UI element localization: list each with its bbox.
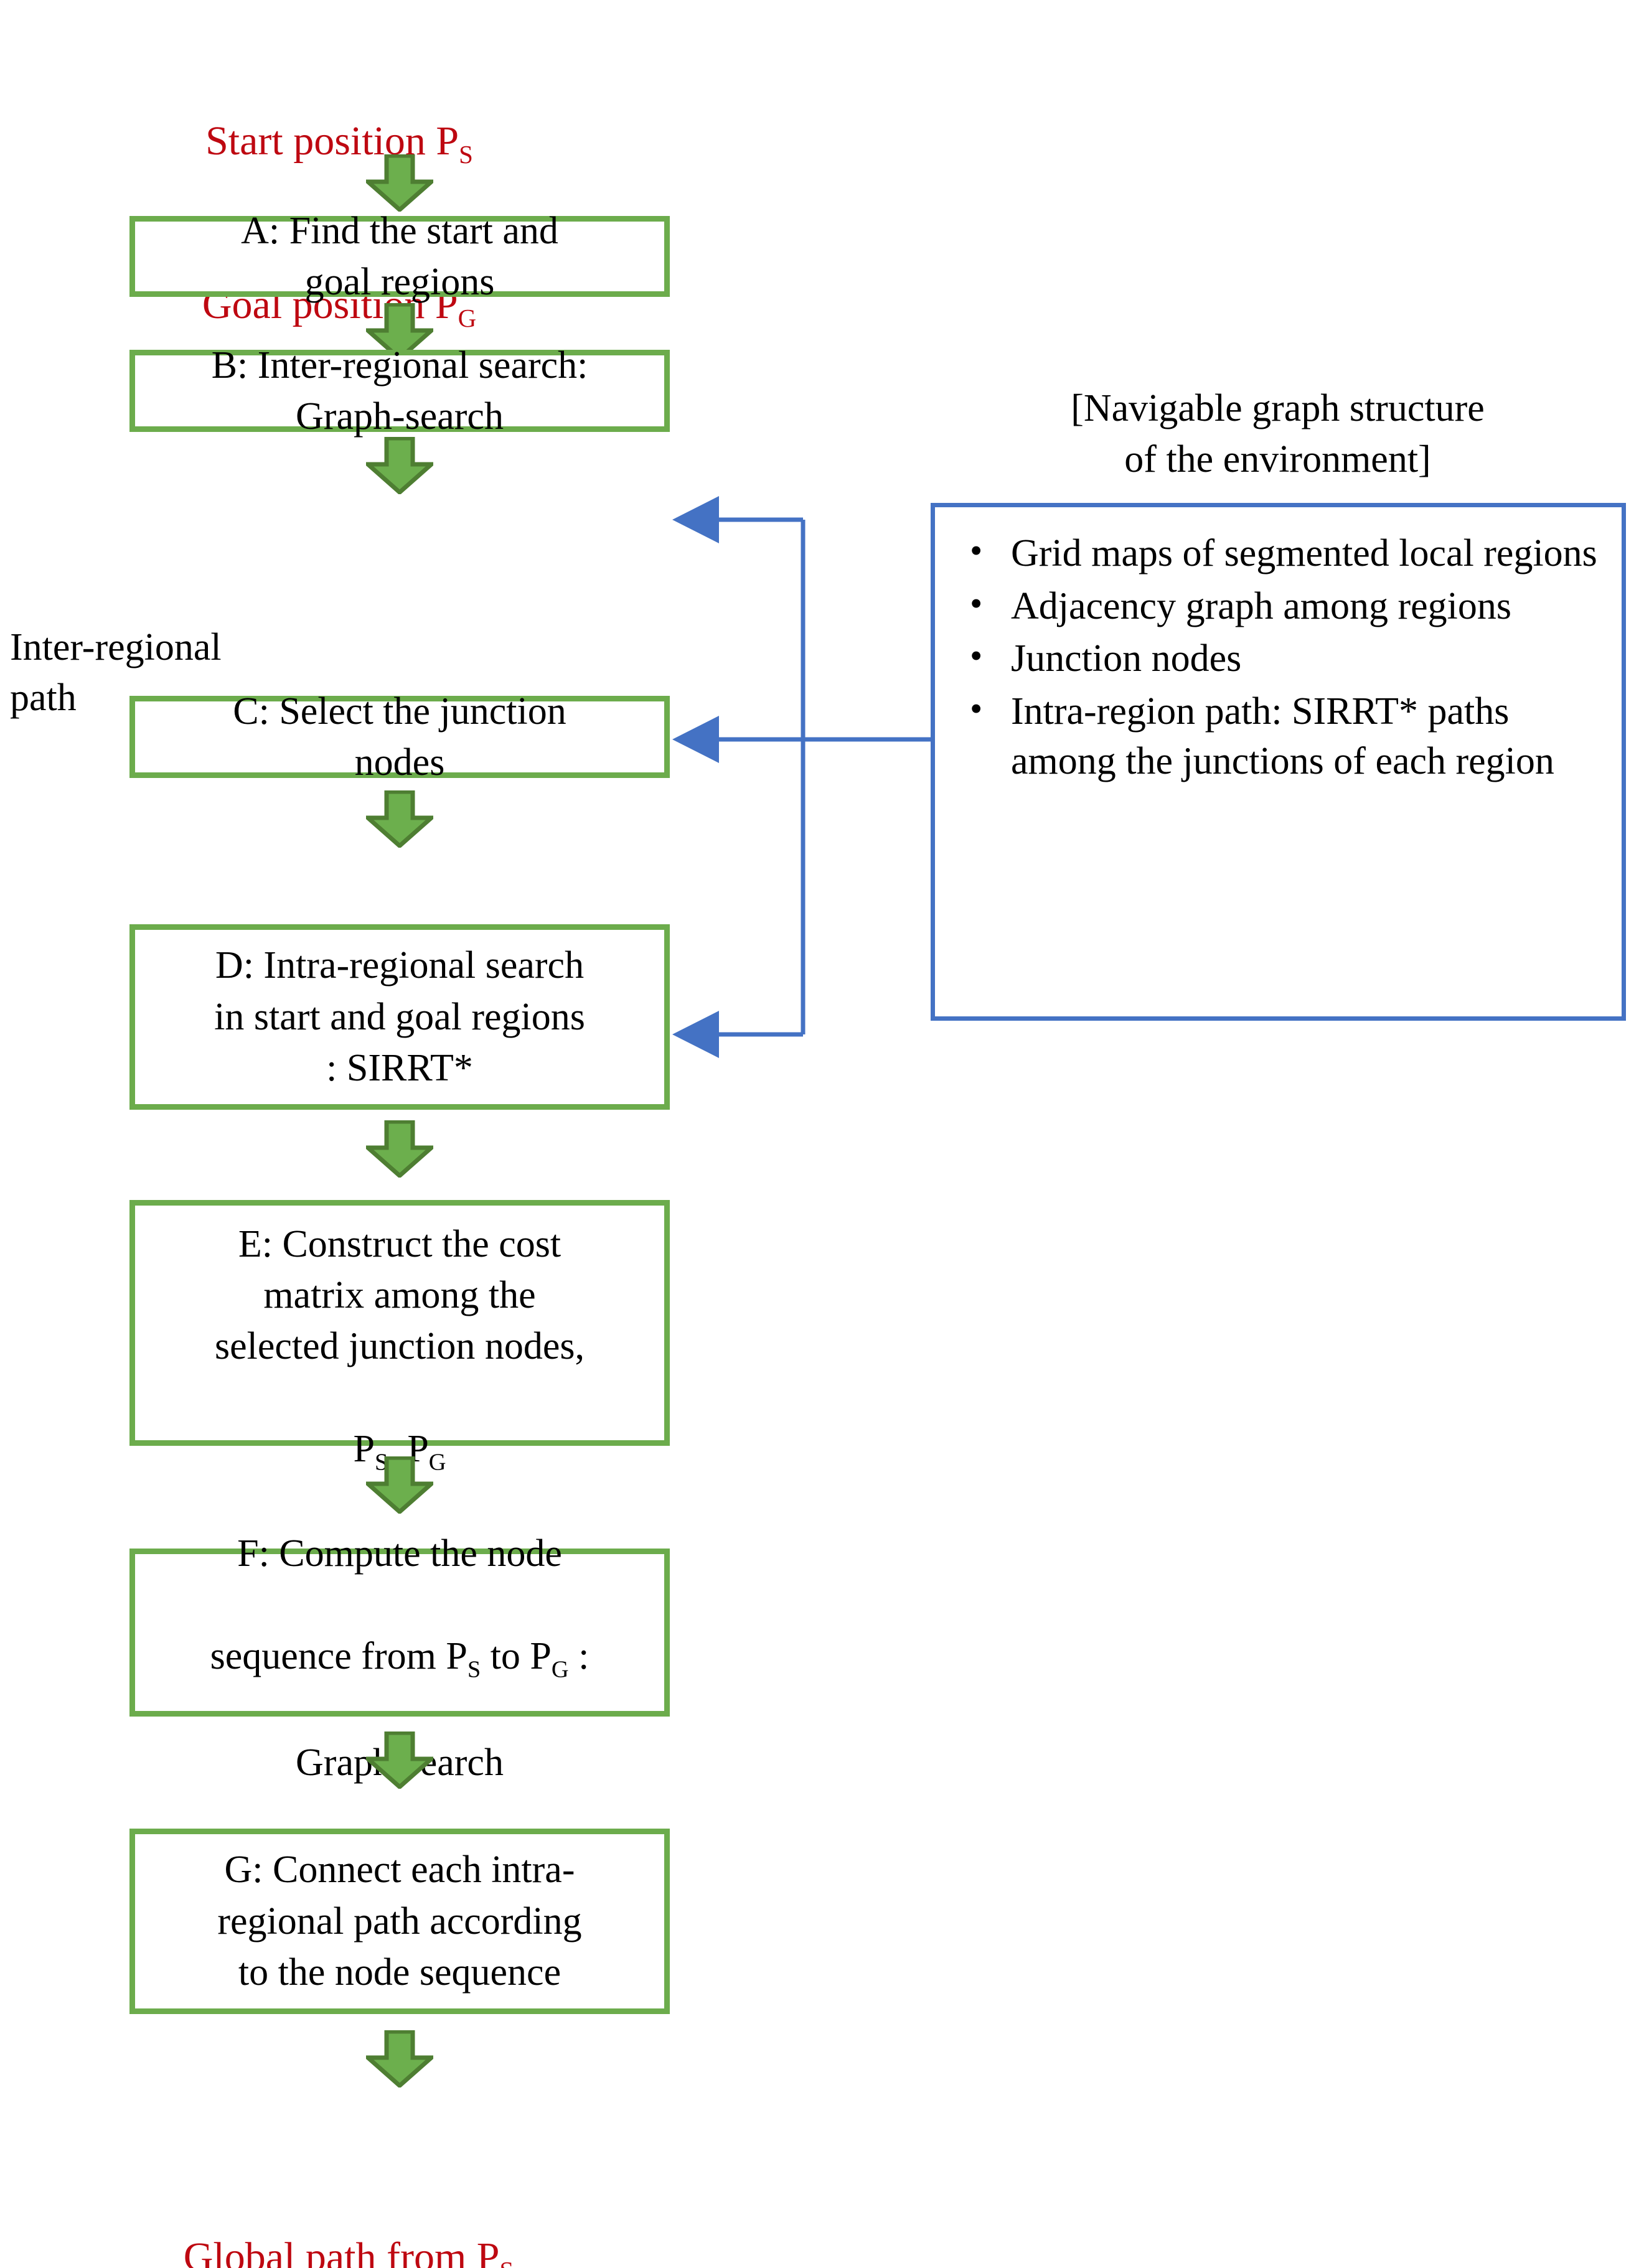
info-box-caption: [Navigable graph structure of the enviro… <box>1071 387 1485 480</box>
list-item: • Junction nodes <box>951 634 1605 684</box>
arrow-f-to-g <box>366 1731 433 1789</box>
process-box-e-label: E: Construct the cost matrix among the s… <box>144 1167 655 1479</box>
connector-arrowhead-b <box>672 496 719 543</box>
process-box-d[interactable]: D: Intra-regional search in start and go… <box>129 924 670 1110</box>
arrow-a-to-b <box>366 303 433 360</box>
end-terminal-label: Global path from PS to PG <box>112 2124 585 2268</box>
connector-arrowhead-c <box>672 716 719 763</box>
list-item-label: Intra-region path: SIRRT* paths among th… <box>1011 690 1554 783</box>
arrow-e-to-f <box>366 1456 433 1514</box>
process-box-e-pg-sub: G <box>428 1449 446 1476</box>
inter-regional-path-label: Inter-regional path <box>10 626 222 719</box>
list-item: • Intra-region path: SIRRT* paths among … <box>951 686 1605 787</box>
bullet-icon: • <box>970 635 983 677</box>
process-box-c-label: C: Select the junction nodes <box>233 690 566 784</box>
list-item-label: Grid maps of segmented local regions <box>1011 532 1597 574</box>
process-box-f-pg-sub: G <box>551 1656 569 1683</box>
start-position-subscript: S <box>459 140 473 169</box>
process-box-d-label: D: Intra-regional search in start and go… <box>214 944 585 1090</box>
process-box-g[interactable]: G: Connect each intra- regional path acc… <box>129 1829 670 2014</box>
list-item: • Grid maps of segmented local regions <box>951 528 1605 579</box>
process-box-f-line2b: to P <box>481 1634 552 1677</box>
process-box-f-line2a: sequence from P <box>210 1634 467 1677</box>
bullet-icon: • <box>970 688 983 729</box>
global-path-text: Global path from P <box>183 2234 500 2268</box>
start-terminal-line1: Start position PS <box>112 61 566 171</box>
process-box-f-ps-sub: S <box>467 1656 481 1683</box>
list-item-label: Junction nodes <box>1011 637 1242 680</box>
arrow-g-to-end <box>366 2030 433 2088</box>
process-box-b[interactable]: B: Inter-regional search: Graph-search <box>129 344 670 438</box>
bullet-icon: • <box>970 583 983 624</box>
arrow-start-to-a <box>366 154 433 212</box>
process-box-f-line2c: : <box>568 1634 589 1677</box>
arrow-b-to-c <box>366 437 433 494</box>
process-box-a[interactable]: A: Find the start and goal regions <box>129 210 670 303</box>
arrow-c-to-d <box>366 790 433 848</box>
goal-position-subscript: G <box>458 304 477 332</box>
process-box-f[interactable]: F: Compute the node sequence from PS to … <box>129 1532 670 1784</box>
info-box-list: • Grid maps of segmented local regions •… <box>935 507 1622 802</box>
navigable-graph-info-box: • Grid maps of segmented local regions •… <box>931 503 1626 1021</box>
arrow-d-to-e <box>366 1120 433 1178</box>
process-box-g-label: G: Connect each intra- regional path acc… <box>217 1849 582 1994</box>
process-box-e-ps: P <box>353 1428 375 1471</box>
connector-arrowhead-d <box>672 1011 719 1058</box>
process-box-c[interactable]: C: Select the junction nodes <box>129 690 670 784</box>
list-item: • Adjacency graph among regions <box>951 581 1605 632</box>
process-box-f-line1: F: Compute the node <box>237 1532 562 1575</box>
process-box-b-label: B: Inter-regional search: Graph-search <box>211 344 588 438</box>
end-terminal-line1: Global path from PS <box>112 2177 585 2268</box>
process-box-a-label: A: Find the start and goal regions <box>241 209 558 303</box>
start-terminal-label: Start position PS Goal position PG <box>112 7 566 388</box>
global-path-ps-sub: S <box>500 2257 514 2268</box>
process-box-e-lines: E: Construct the cost matrix among the s… <box>215 1222 585 1368</box>
list-item-label: Adjacency graph among regions <box>1011 584 1512 627</box>
start-position-text: Start position P <box>205 118 459 164</box>
process-box-e[interactable]: E: Construct the cost matrix among the s… <box>129 1200 670 1476</box>
bullet-icon: • <box>970 530 983 571</box>
